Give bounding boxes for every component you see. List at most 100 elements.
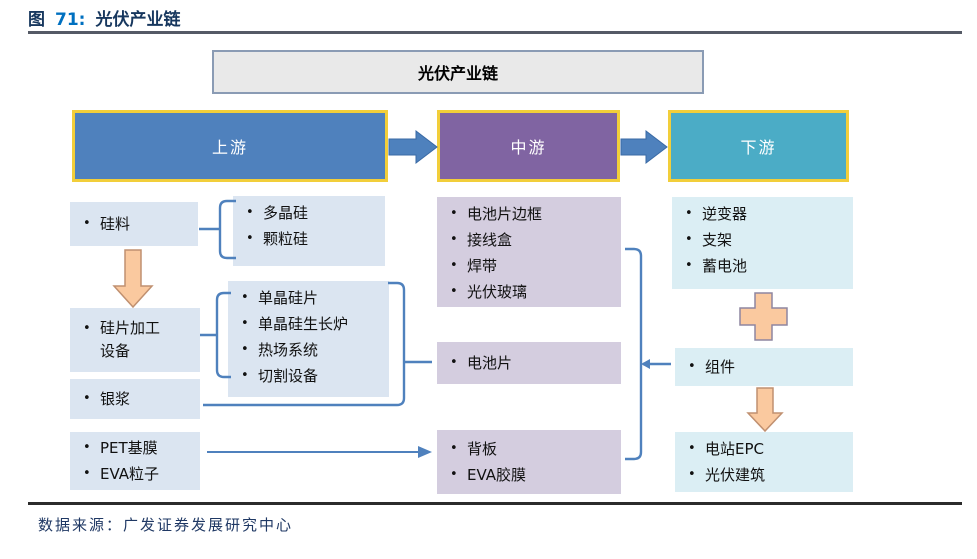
list-item: • 银浆 <box>70 386 200 412</box>
list-item: • 电池片 <box>437 350 621 376</box>
list-item-label: 背板 <box>467 440 498 458</box>
list-item-label: 颗粒硅 <box>263 230 309 248</box>
bullet-icon: • <box>450 467 458 482</box>
bullet-icon: • <box>83 440 91 455</box>
bullet-icon: • <box>246 231 254 246</box>
list-item-label: 电站EPC <box>705 440 764 458</box>
bullet-icon: • <box>688 359 696 374</box>
box-module: •组件 <box>675 348 853 386</box>
list-item-label: 逆变器 <box>702 205 748 223</box>
box-silver-paste: • 银浆 <box>70 379 200 419</box>
list-item-label: EVA胶膜 <box>467 466 527 484</box>
list-item: • 逆变器 <box>672 201 853 227</box>
list-item-label: PET基膜 <box>100 439 158 457</box>
arrow-down-silicon-icon <box>112 249 154 309</box>
bullet-icon: • <box>83 391 91 406</box>
box-cell-components: •电池片边框•接线盒•焊带•光伏玻璃 <box>437 197 621 307</box>
list-item-label: 接线盒 <box>467 231 513 249</box>
list-item-label: 支架 <box>702 231 733 249</box>
bullet-icon: • <box>450 284 458 299</box>
list-item: • 光伏玻璃 <box>437 279 621 305</box>
box-cell: • 电池片 <box>437 342 621 384</box>
list-item: • PET基膜 <box>70 435 200 461</box>
bullet-icon: • <box>450 355 458 370</box>
list-item-label: 光伏玻璃 <box>467 283 528 301</box>
list-item: • 颗粒硅 <box>233 226 385 252</box>
list-item: • 切割设备 <box>228 363 389 389</box>
list-item-label: 银浆 <box>100 390 131 408</box>
bullet-icon: • <box>241 342 249 357</box>
list-item-label: 单晶硅片 <box>258 289 319 307</box>
list-item-label: 电池片 <box>467 354 513 372</box>
list-item: • 热场系统 <box>228 337 389 363</box>
arrow-down-module-icon <box>746 387 784 433</box>
list-item: • 单晶硅片 <box>228 285 389 311</box>
list-item: •电池片边框 <box>437 201 621 227</box>
list-item: • 蓄电池 <box>672 253 853 279</box>
list-item: •组件 <box>675 354 853 380</box>
list-item-label: 硅片加工设备 <box>100 319 161 360</box>
bullet-icon: • <box>83 216 91 231</box>
box-polysilicon: •多晶硅•颗粒硅 <box>233 196 385 266</box>
bullet-icon: • <box>241 316 249 331</box>
box-downstream-parts: • 逆变器 • 支架 • 蓄电池 <box>672 197 853 289</box>
list-item: • 光伏建筑 <box>675 462 853 488</box>
box-backsheet: • 背板 • EVA胶膜 <box>437 430 621 494</box>
list-item: •多晶硅 <box>233 200 385 226</box>
plus-icon <box>739 292 788 341</box>
bracket-equipment-to-wafer-products <box>200 291 231 379</box>
bullet-icon: • <box>241 290 249 305</box>
data-source: 数据来源：广发证券发展研究中心 <box>38 516 294 534</box>
top-divider <box>28 31 962 34</box>
list-item: • 焊带 <box>437 253 621 279</box>
bullet-icon: • <box>685 232 693 247</box>
list-item: • 硅料 <box>70 211 198 237</box>
bullet-icon: • <box>450 258 458 273</box>
bullet-icon: • <box>246 205 254 220</box>
list-item: • 背板 <box>437 436 621 462</box>
bullet-icon: • <box>450 441 458 456</box>
list-item-label: 蓄电池 <box>702 257 748 275</box>
box-epc: • 电站EPC • 光伏建筑 <box>675 432 853 492</box>
box-films: • PET基膜 • EVA粒子 <box>70 432 200 490</box>
box-wafer-products: • 单晶硅片 • 单晶硅生长炉 • 热场系统 • 切割设备 <box>228 281 389 397</box>
list-item: • 单晶硅生长炉 <box>228 311 389 337</box>
bullet-icon: • <box>83 321 91 336</box>
stage-midstream: 中游 <box>437 110 620 182</box>
figure-prefix: 图 <box>28 10 45 30</box>
list-item-label: 焊带 <box>467 257 498 275</box>
box-wafer-equipment: • 硅片加工设备 <box>70 308 200 372</box>
list-item: • 电站EPC <box>675 436 853 462</box>
list-item-label: 光伏建筑 <box>705 466 766 484</box>
list-item: • EVA胶膜 <box>437 462 621 488</box>
bullet-icon: • <box>241 368 249 383</box>
bullet-icon: • <box>688 441 696 456</box>
bullet-icon: • <box>685 258 693 273</box>
bullet-icon: • <box>450 232 458 247</box>
box-silicon: • 硅料 <box>70 202 198 246</box>
arrow-films-to-backsheet <box>207 446 432 458</box>
bottom-divider <box>28 502 962 505</box>
arrow-upstream-to-midstream-icon <box>388 129 438 165</box>
bullet-icon: • <box>685 206 693 221</box>
bracket-silicon-to-polysilicon <box>199 199 236 260</box>
list-item-label: EVA粒子 <box>100 465 160 483</box>
list-item: • EVA粒子 <box>70 461 200 487</box>
bullet-icon: • <box>450 206 458 221</box>
list-item-label: 硅料 <box>100 215 131 233</box>
chain-title-box: 光伏产业链 <box>212 50 704 94</box>
list-item-label: 热场系统 <box>258 341 319 359</box>
arrow-midstream-to-downstream-icon <box>620 129 668 165</box>
list-item-label: 单晶硅生长炉 <box>258 315 349 333</box>
bracket-midstream-to-module <box>625 247 671 461</box>
bullet-icon: • <box>688 467 696 482</box>
bullet-icon: • <box>83 466 91 481</box>
figure-title-text: 光伏产业链 <box>95 10 181 30</box>
list-item: • 接线盒 <box>437 227 621 253</box>
stage-upstream: 上游 <box>72 110 388 182</box>
list-item: • 支架 <box>672 227 853 253</box>
list-item: • 硅片加工设备 <box>70 317 200 363</box>
list-item-label: 切割设备 <box>258 367 319 385</box>
